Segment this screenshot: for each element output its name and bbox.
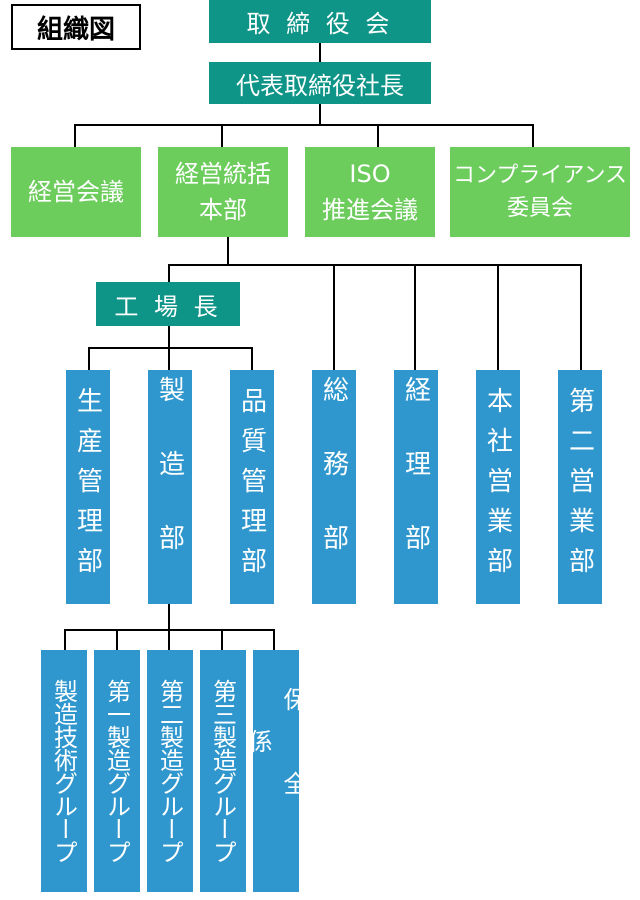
connector: [88, 347, 253, 349]
node-label: 第二営業部: [564, 387, 595, 587]
node-daini-eigyo: 第二営業部: [558, 370, 602, 604]
node-hozen: 保全係: [244, 650, 307, 892]
connector: [168, 604, 170, 630]
connector: [168, 326, 170, 348]
connector: [227, 237, 229, 265]
connector: [168, 629, 170, 651]
node-president: 代表取締役社長: [209, 62, 431, 104]
node-label: 保全係: [244, 687, 307, 855]
connector: [221, 124, 223, 148]
node-label: ISO 推進会議: [322, 160, 418, 224]
node-label: 経営統括 本部: [175, 160, 271, 224]
connector: [168, 264, 170, 282]
connector: [414, 264, 416, 370]
node-somu: 総務部: [312, 370, 356, 604]
node-plant-manager: 工 場 長: [96, 282, 240, 326]
connector: [497, 264, 499, 370]
node-g1: 第一製造グループ: [94, 650, 140, 892]
connector: [333, 264, 335, 370]
connector: [580, 264, 582, 370]
connector: [221, 629, 223, 651]
connector: [377, 124, 379, 148]
node-g2: 第二製造グループ: [147, 650, 193, 892]
node-label: 経営会議: [28, 178, 124, 206]
connector: [74, 124, 76, 148]
node-hinshitsu: 品質管理部: [230, 370, 274, 604]
node-label: 工 場 長: [114, 292, 222, 321]
node-g3: 第三製造グループ: [200, 650, 246, 892]
node-keiei-tokatsu: 経営統括 本部: [158, 147, 288, 237]
node-keiri: 経理部: [394, 370, 438, 604]
node-label: 品質管理部: [236, 387, 267, 587]
node-label: 経理部: [400, 376, 431, 598]
node-label: 代表取締役社長: [236, 71, 404, 100]
node-label: 第一製造グループ: [102, 679, 131, 863]
connector: [88, 347, 90, 370]
node-label: 製造技術グループ: [49, 679, 78, 863]
node-seizo: 製造部: [148, 370, 192, 604]
node-label: 総務部: [318, 376, 349, 598]
node-label: 本社営業部: [482, 387, 513, 587]
connector: [273, 629, 275, 651]
node-label: 取 締 役 会: [246, 10, 394, 38]
connector: [116, 629, 118, 651]
page-title: 組織図: [11, 4, 141, 50]
connector: [532, 124, 534, 148]
node-label: 第三製造グループ: [208, 679, 237, 863]
connector: [319, 103, 321, 125]
node-board: 取 締 役 会: [209, 0, 431, 43]
connector: [168, 347, 170, 370]
connector: [251, 347, 253, 370]
node-honsha-eigyo: 本社営業部: [476, 370, 520, 604]
node-label: 第二製造グループ: [155, 679, 184, 863]
connector: [64, 629, 66, 651]
connector: [74, 124, 534, 126]
connector: [319, 43, 321, 63]
node-label: コンプライアンス 委員会: [452, 163, 628, 221]
node-keiei-kaigi: 経営会議: [11, 147, 141, 237]
node-label: 生産管理部: [72, 387, 103, 587]
node-compliance: コンプライアンス 委員会: [450, 147, 630, 237]
node-iso: ISO 推進会議: [305, 147, 435, 237]
connector: [168, 264, 582, 266]
node-gijutsu: 製造技術グループ: [41, 650, 87, 892]
node-seisan-kanri: 生産管理部: [66, 370, 110, 604]
node-label: 製造部: [154, 376, 185, 598]
